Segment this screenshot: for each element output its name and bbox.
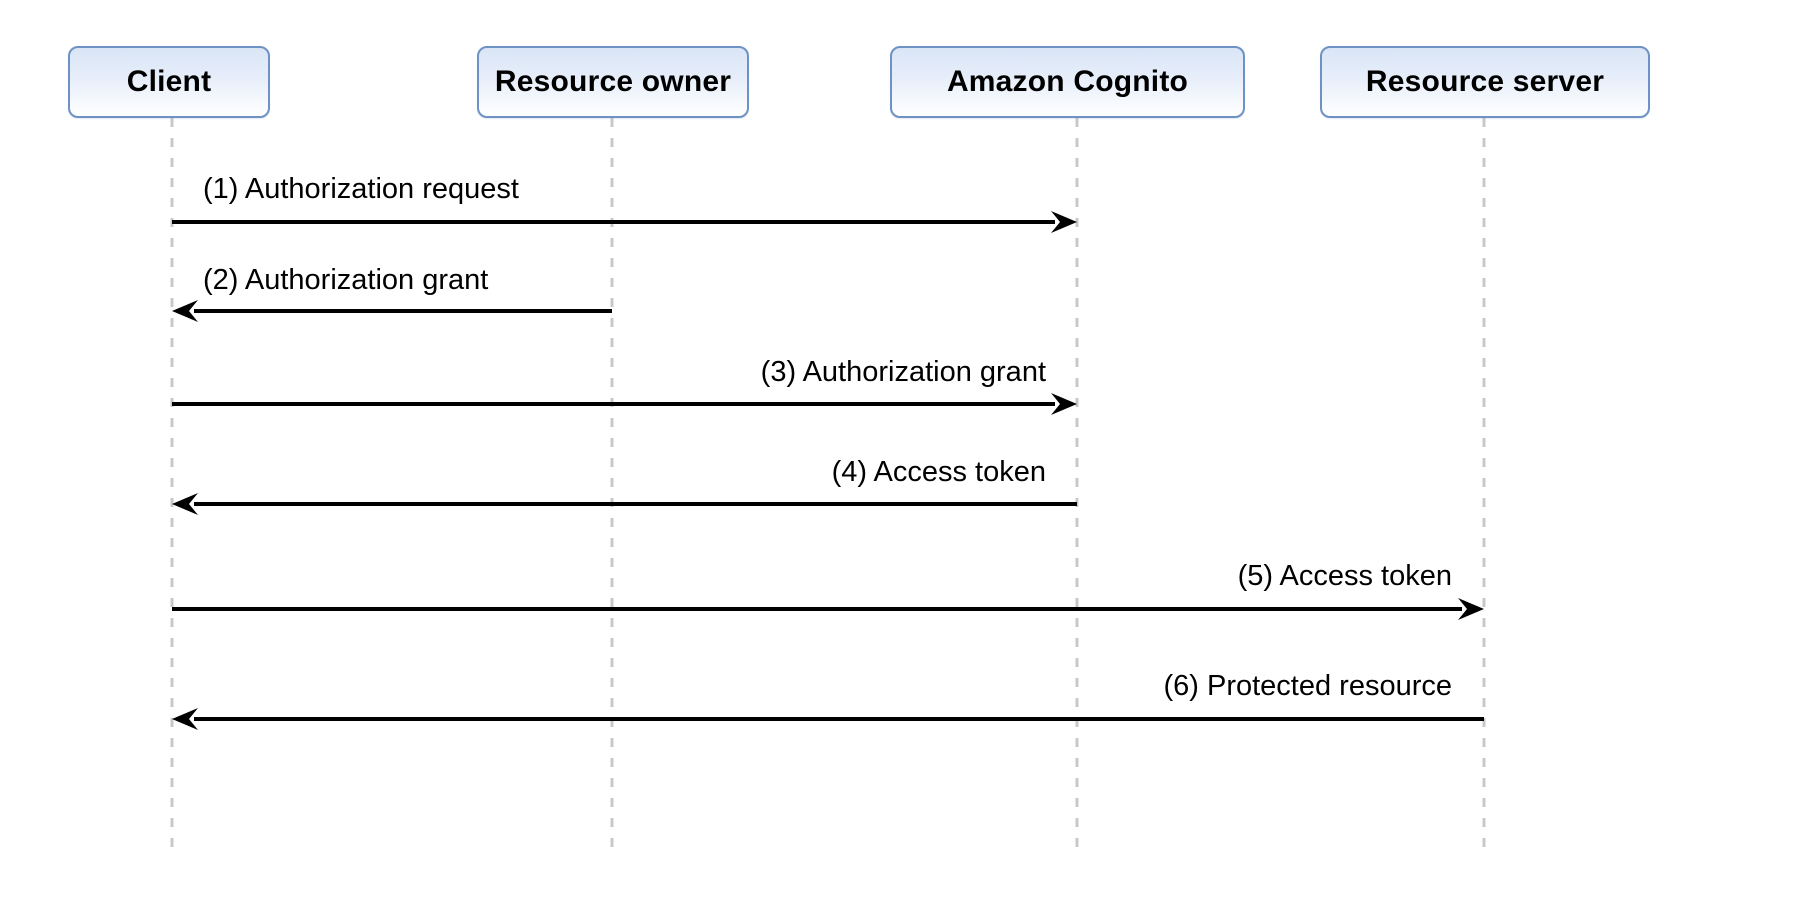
messages-group (172, 211, 1484, 730)
participant-label-resource-server: Resource server (1365, 65, 1605, 98)
participant-box-amazon-cognito[interactable]: Amazon Cognito (890, 46, 1245, 118)
message-label-4: (4) Access token (831, 456, 1046, 488)
arrowhead-2 (172, 300, 198, 322)
arrowhead-3 (1051, 393, 1077, 415)
participant-label-resource-owner: Resource owner (494, 65, 732, 98)
arrowhead-5 (1458, 598, 1484, 620)
arrowhead-6 (172, 708, 198, 730)
message-label-2: (2) Authorization grant (203, 264, 489, 296)
lifelines-group (170, 118, 1486, 848)
participant-label-amazon-cognito: Amazon Cognito (946, 65, 1189, 98)
arrowhead-1 (1051, 211, 1077, 233)
participant-box-resource-server[interactable]: Resource server (1320, 46, 1650, 118)
message-label-5: (5) Access token (1237, 560, 1452, 592)
arrowhead-4 (172, 493, 198, 515)
participant-box-client[interactable]: Client (68, 46, 270, 118)
participant-box-resource-owner[interactable]: Resource owner (477, 46, 749, 118)
message-label-3: (3) Authorization grant (760, 356, 1046, 388)
message-label-1: (1) Authorization request (203, 173, 519, 205)
message-label-6: (6) Protected resource (1163, 670, 1452, 702)
participant-label-client: Client (126, 65, 212, 98)
